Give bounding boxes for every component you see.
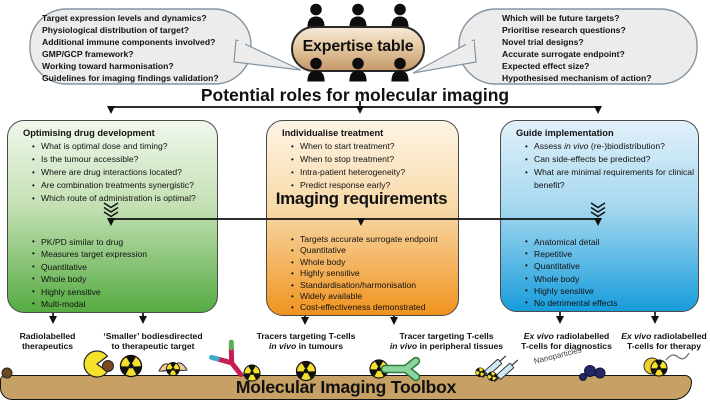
panel-title: Optimising drug development [23, 128, 155, 138]
requirement-list: Targets accurate surrogate endpointQuant… [267, 234, 458, 314]
requirement-list: Anatomical detailRepetitiveQuantitativeW… [501, 236, 698, 309]
bullet-item: Quantitative [32, 261, 213, 274]
bullet-item: Cost-effectiveness demonstrated [291, 302, 454, 314]
panel-title: Guide implementation [516, 128, 614, 138]
bubble-line: Physiological distribution of target? [42, 24, 190, 35]
speech-bubble-right [412, 8, 698, 85]
toolbox-title: Molecular Imaging Toolbox [235, 377, 457, 397]
bubble-line: Which will be future targets? [502, 13, 620, 23]
bullet-item: Multi-modal [32, 298, 213, 311]
bullet-item: Measures target expression [32, 248, 213, 261]
radioactive-icon [242, 364, 262, 382]
bullet-item: Highly sensitive [525, 285, 694, 297]
speech-bubble-right-text: Which will be future targets? Prioritise… [502, 13, 702, 84]
smaller-bodies-icon [158, 361, 188, 376]
requirements-connector [103, 202, 606, 226]
bullet-item: Whole body [525, 273, 694, 285]
expertise-table-group [291, 3, 425, 82]
bullet-item: PK/PD similar to drug [32, 236, 213, 249]
bullet-item: Widely available [291, 291, 454, 303]
person-icon [349, 3, 367, 28]
tracer-tcell-icon [380, 356, 421, 382]
bubble-line: Prioritise research questions? [502, 24, 626, 35]
toolbox-item-label: Tracers targeting T-cells in vivo in tum… [256, 331, 356, 352]
person-icon [307, 3, 325, 28]
bubble-line: Working toward harmonisation? [42, 60, 174, 71]
antibody-icon [209, 339, 244, 378]
bubble-tail [412, 39, 477, 74]
filter-symbol [103, 202, 119, 218]
bubble-line: Accurate surrogate endpoint? [502, 48, 625, 59]
bullet-item: Whole body [32, 273, 213, 286]
toolbox-item-label: Tracer targeting T-cells in vivo in peri… [389, 331, 504, 352]
bubble-line: Hypothesised mechanism of action? [502, 72, 652, 83]
blob-icon [1, 367, 13, 379]
requirement-list: PK/PD similar to drugMeasures target exp… [8, 236, 217, 311]
toolbox-icons [1, 339, 690, 386]
bullet-item: Are combination treatments synergistic? [32, 179, 213, 192]
bullet-item: Can side-effects be predicted? [525, 153, 694, 166]
filter-symbol [590, 202, 606, 218]
bullet-item: Targets accurate surrogate endpoint [291, 234, 454, 246]
toolbox-item-label: Radiolabelled therapeutics [19, 331, 76, 352]
bullet-item: When to start treatment? [291, 140, 454, 153]
bullet-item: Repetitive [525, 248, 694, 260]
syringe-icons [473, 349, 520, 386]
question-list: Assess in vivo (re-)biodistribution?Can … [501, 140, 698, 192]
bullet-item: No detrimental effects [525, 297, 694, 309]
person-icon [391, 3, 409, 28]
radioactive-icon [294, 360, 318, 382]
bullet-item: Anatomical detail [525, 236, 694, 248]
bullet-item: Whole body [291, 257, 454, 269]
toolbox-item-label: Ex vivo radiolabelled T-cells for therap… [621, 331, 707, 352]
bullet-item: Assess in vivo (re-)biodistribution? [525, 140, 694, 153]
radioactive-icon [118, 354, 144, 378]
speech-bubble-left-text: Target expression levels and dynamics? P… [42, 13, 254, 84]
bullet-item: Highly sensitive [32, 286, 213, 299]
expertise-table-label: Expertise table [302, 38, 414, 55]
top-branch-connector [107, 101, 602, 114]
bullet-item: What is optimal dose and timing? [32, 140, 213, 153]
bullet-item: Predict response early? [291, 179, 454, 192]
panel-optimising-drug-development: Optimising drug development What is opti… [7, 120, 218, 313]
bullet-item: Where are drug interactions located? [32, 166, 213, 179]
bubble-line: Additional immune components involved? [42, 36, 216, 47]
question-list: When to start treatment?When to stop tre… [267, 140, 458, 192]
toolbox-arrows [49, 312, 659, 325]
radiolabelled-therapeutic-icon [83, 350, 114, 378]
bullet-item: Highly sensitive [291, 268, 454, 280]
squiggle-tail [665, 352, 690, 361]
bullet-item: Quantitative [525, 260, 694, 272]
bullet-item: Which route of administration is optimal… [32, 192, 213, 205]
bubble-line: GMP/GCP framework? [42, 48, 134, 59]
bullet-item: Quantitative [291, 245, 454, 257]
bubble-tail [233, 39, 302, 71]
bubble-line: Novel trial designs? [502, 36, 584, 47]
imaging-requirements-title: Imaging requirements [275, 189, 448, 208]
bullet-item: Standardisation/harmonisation [291, 280, 454, 292]
toolbox-item-label: Ex vivo radiolabelled T-cells for diagno… [521, 331, 612, 352]
potential-roles-title: Potential roles for molecular imaging [200, 85, 510, 105]
nanoparticle-icons [579, 365, 606, 381]
panel-title: Individualise treatment [282, 128, 384, 138]
bullet-item: Intra-patient heterogeneity? [291, 166, 454, 179]
question-list: What is optimal dose and timing?Is the t… [8, 140, 217, 205]
bubble-line: Guidelines for imaging findings validati… [42, 72, 219, 83]
speech-bubble-left [29, 8, 302, 85]
therapy-cell-icon [643, 352, 690, 377]
bullet-item: When to stop treatment? [291, 153, 454, 166]
bullet-item: Is the tumour accessible? [32, 153, 213, 166]
toolbox-item-label: ‘Smaller’ bodiesdirected to therapeutic … [103, 331, 203, 352]
bubble-line: Expected effect size? [502, 60, 590, 71]
bullet-item: What are minimal requirements for clinic… [525, 166, 694, 192]
bubble-line: Target expression levels and dynamics? [42, 13, 207, 23]
molecular-imaging-toolbox-band: Molecular Imaging Toolbox [0, 375, 692, 400]
